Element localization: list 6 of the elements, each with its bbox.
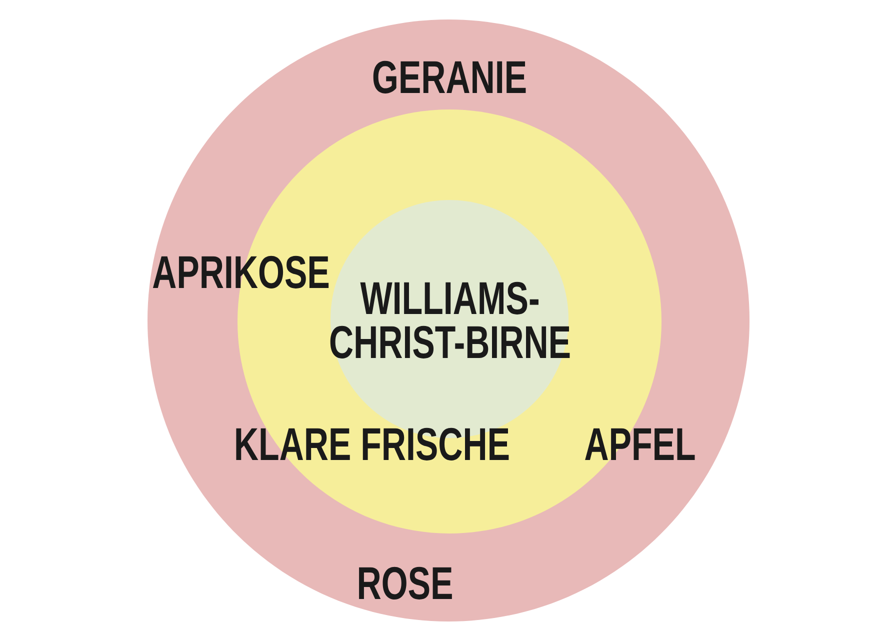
- text-label: WILLIAMS-CHRIST-BIRNE: [330, 282, 570, 358]
- text-label: APFEL: [585, 428, 695, 460]
- text-label: APRIKOSE: [152, 256, 329, 288]
- text-label: GERANIE: [373, 60, 526, 94]
- text-label: KLARE FRISCHE: [236, 428, 509, 460]
- text-label: ROSE: [359, 566, 452, 600]
